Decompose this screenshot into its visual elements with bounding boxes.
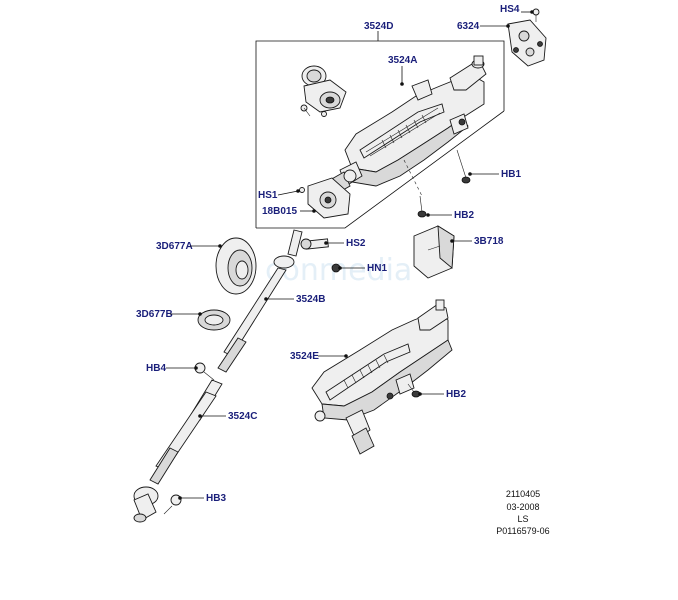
label-3D677B: 3D677B (136, 309, 173, 320)
label-3B718: 3B718 (474, 236, 504, 247)
diagram-metadata: 2110405 03-2008 LS P0116579-06 (496, 489, 549, 536)
seal-3D677B-drawing (197, 309, 231, 331)
label-HN1: HN1 (367, 263, 387, 274)
column-3524E-drawing (311, 299, 453, 455)
column-3524A-drawing (329, 55, 487, 195)
label-3524D: 3524D (364, 21, 393, 32)
boot-3D677A-drawing (215, 237, 257, 295)
label-HB4: HB4 (146, 363, 166, 374)
pin-nut-drawing (300, 238, 341, 273)
ignition-lock-drawing (300, 65, 347, 117)
bolts-upper-drawing (403, 149, 471, 218)
label-3524B: 3524B (296, 294, 325, 305)
label-HB3: HB3 (206, 493, 226, 504)
label-HB2-top: HB2 (454, 210, 474, 221)
cover-3B718-drawing (413, 225, 455, 279)
shaft-3524B-drawing (217, 229, 303, 373)
label-HB2-bottom: HB2 (446, 389, 466, 400)
bracket-6324-drawing (507, 8, 547, 67)
shaft-3524C-drawing (133, 379, 223, 523)
label-HB1: HB1 (501, 169, 521, 180)
assembly-3524D-frame (255, 31, 505, 229)
label-HS2: HS2 (346, 238, 366, 249)
meta-code: 2110405 (506, 489, 540, 499)
meta-date: 03-2008 (506, 502, 539, 512)
switch-18B015-drawing (299, 177, 351, 219)
callouts: 3524D 6324 HS4 3524A HB1 HS1 18B015 HB2 … (136, 4, 534, 504)
bolt-HB2-lower-drawing (407, 383, 421, 398)
meta-variant: LS (517, 514, 528, 524)
bolts-lower-drawing (163, 362, 215, 515)
label-HS4: HS4 (500, 4, 520, 15)
label-3D677A: 3D677A (156, 241, 193, 252)
label-3524E: 3524E (290, 351, 319, 362)
meta-ref: P0116579-06 (496, 526, 549, 536)
label-HS1: HS1 (258, 190, 278, 201)
label-3524A: 3524A (388, 55, 417, 66)
label-6324: 6324 (457, 21, 480, 32)
label-18B015: 18B015 (262, 206, 297, 217)
label-3524C: 3524C (228, 411, 257, 422)
